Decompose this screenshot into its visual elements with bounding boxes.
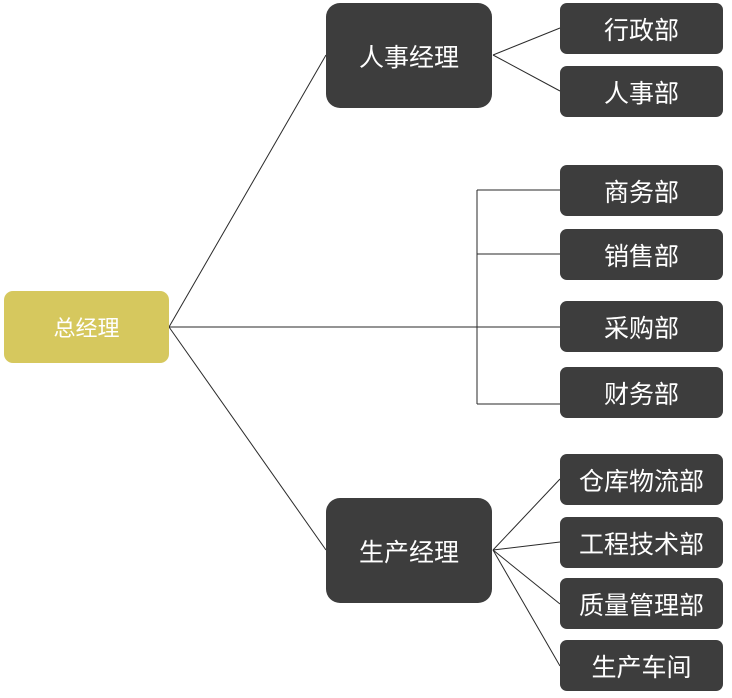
node-general-manager-label: 总经理 <box>53 317 120 342</box>
node-quality-dept-label: 质量管理部 <box>578 590 704 620</box>
connector-root-hr-manager <box>168 54 327 328</box>
node-production-manager-label: 生产经理 <box>358 537 459 567</box>
connector-hr <box>492 54 561 92</box>
node-hr-dept: 人事部 <box>560 66 723 117</box>
connector-workshop <box>492 549 561 667</box>
node-workshop-dept-label: 生产车间 <box>591 652 692 682</box>
node-purchasing-dept-label: 采购部 <box>603 313 679 343</box>
node-finance-dept-label: 财务部 <box>603 379 679 409</box>
node-hr-dept-label: 人事部 <box>603 78 679 108</box>
node-engineering-dept-label: 工程技术部 <box>578 529 704 559</box>
node-production-manager: 生产经理 <box>326 498 492 603</box>
node-warehouse-dept: 仓库物流部 <box>560 454 723 505</box>
connector-root-prod-manager <box>168 326 327 551</box>
node-general-manager: 总经理 <box>4 291 169 363</box>
node-admin-dept: 行政部 <box>560 3 723 54</box>
node-engineering-dept: 工程技术部 <box>560 517 723 568</box>
connector-engineering <box>492 541 561 551</box>
node-purchasing-dept: 采购部 <box>560 301 723 352</box>
node-quality-dept: 质量管理部 <box>560 578 723 629</box>
connector-warehouse <box>492 478 561 551</box>
node-hr-manager-label: 人事经理 <box>358 42 459 72</box>
connector-quality <box>492 549 561 605</box>
node-warehouse-dept-label: 仓库物流部 <box>578 466 704 496</box>
node-sales-dept-label: 销售部 <box>603 241 679 271</box>
node-hr-manager: 人事经理 <box>326 3 492 108</box>
node-business-dept: 商务部 <box>560 165 723 216</box>
node-finance-dept: 财务部 <box>560 367 723 418</box>
node-workshop-dept: 生产车间 <box>560 640 723 691</box>
node-sales-dept: 销售部 <box>560 229 723 280</box>
node-business-dept-label: 商务部 <box>603 177 679 207</box>
node-admin-dept-label: 行政部 <box>603 15 679 45</box>
connector-admin <box>492 27 561 56</box>
